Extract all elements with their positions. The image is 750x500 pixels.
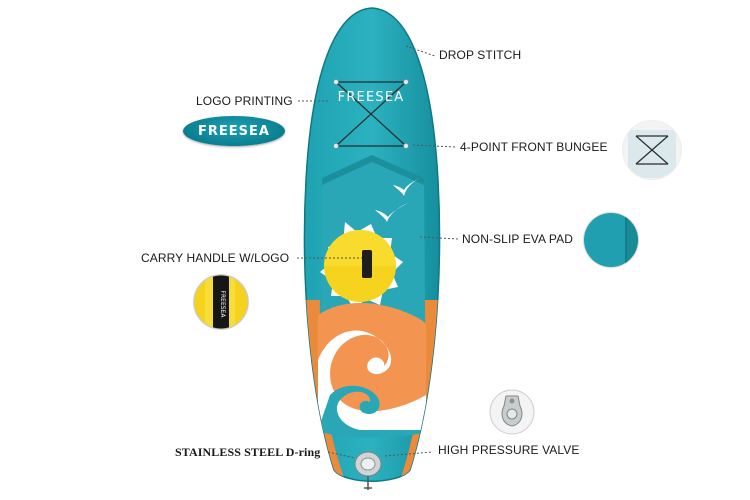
label-valve: HIGH PRESSURE VALVE <box>438 443 580 457</box>
logo-badge: FREESEA <box>183 116 285 146</box>
paddle-board <box>303 7 441 490</box>
label-logo-printing: LOGO PRINTING <box>196 94 293 108</box>
carry-handle-inset: FREESEA <box>193 274 249 330</box>
sun-graphic <box>320 222 403 309</box>
label-front-bungee: 4-POINT FRONT BUNGEE <box>460 140 608 154</box>
label-carry-handle: CARRY HANDLE W/LOGO <box>141 251 290 265</box>
bungee-cords <box>335 81 407 147</box>
board-logo-text: FREESEA <box>337 90 405 105</box>
eva-pad-inset <box>583 212 639 268</box>
label-d-ring: STAINLESS STEEL D-ring <box>175 445 321 459</box>
label-non-slip-pad: NON-SLIP EVA PAD <box>462 232 573 246</box>
svg-text:FREESEA: FREESEA <box>219 291 226 319</box>
bungee-inset <box>622 120 682 180</box>
logo-badge-text: FREESEA <box>198 123 270 139</box>
d-ring-plate <box>354 451 382 490</box>
leader-lines <box>297 45 459 459</box>
valve-inset <box>489 389 535 435</box>
label-drop-stitch: DROP STITCH <box>439 48 522 62</box>
